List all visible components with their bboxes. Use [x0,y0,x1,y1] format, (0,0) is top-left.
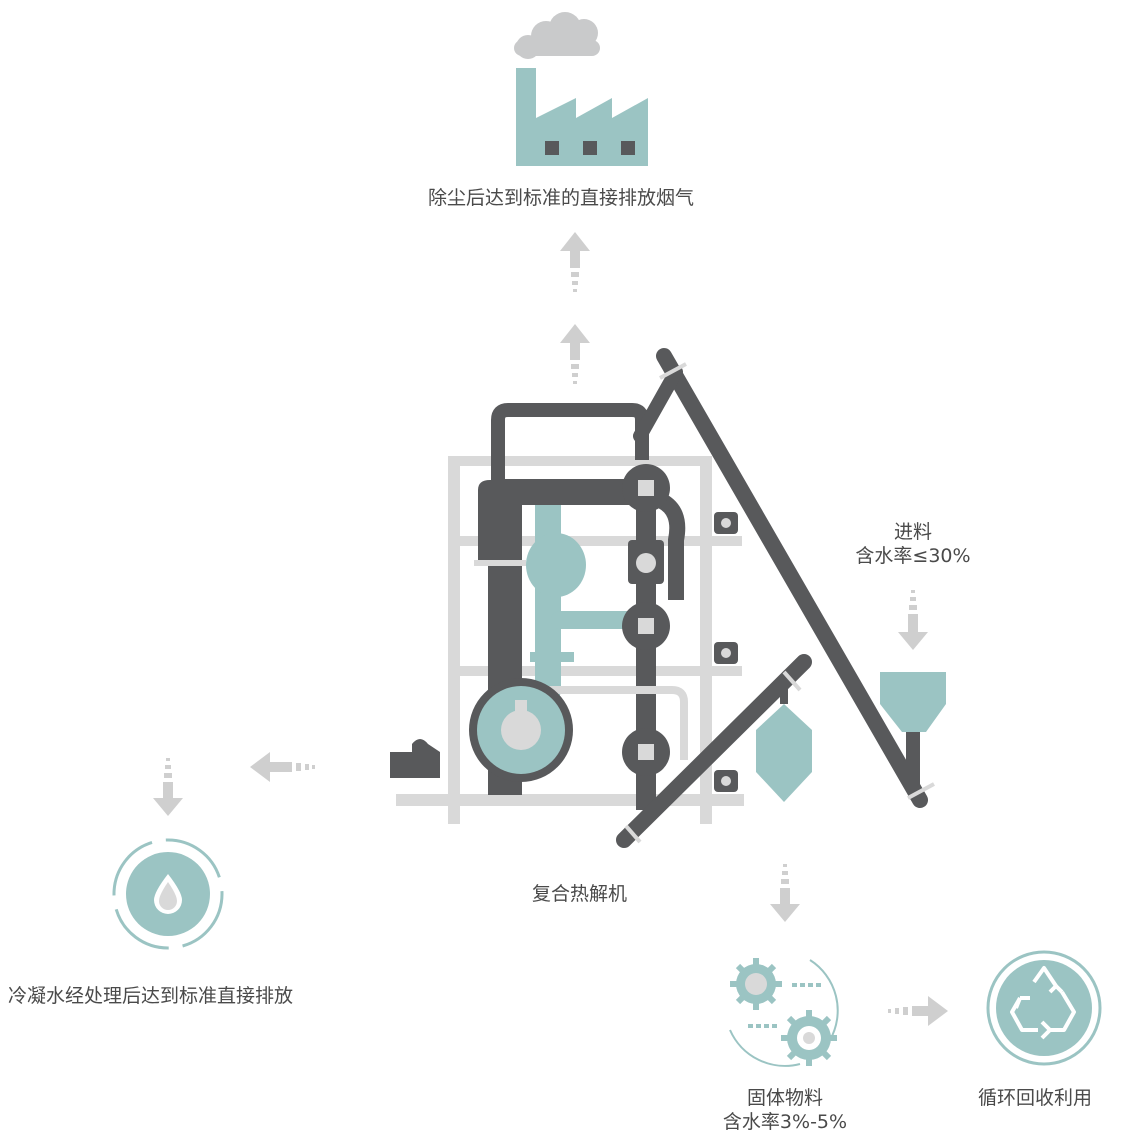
recycle-arrow-right [888,996,948,1026]
recycle-label: 循环回收利用 [978,1087,1093,1109]
feed-arrow [898,590,928,650]
solids-arrow-down [770,864,800,922]
gears-icon [729,958,839,1067]
condensate-arrow-left [250,752,315,782]
factory-icon [514,12,648,166]
feed-label-moisture: 含水率≤30% [855,545,971,567]
condensate-label: 冷凝水经处理后达到标准直接排放 [8,985,294,1007]
solids-label-moisture: 含水率3%-5% [722,1111,848,1133]
exhaust-label: 除尘后达到标准的直接排放烟气 [428,187,695,209]
recycle-icon [986,950,1102,1066]
feed-hopper-icon [880,672,946,788]
solids-label-title: 固体物料 [746,1087,823,1109]
smoke-cloud-icon [514,12,600,59]
machine-label: 复合热解机 [532,883,628,905]
exhaust-arrow-lower [560,324,590,384]
condensate-arrow-down [153,758,183,816]
water-drop-cycle-icon [112,838,224,950]
pyrolysis-machine-illustration [390,348,946,848]
exhaust-arrow-upper [560,232,590,292]
feed-label-title: 进料 [893,521,932,543]
